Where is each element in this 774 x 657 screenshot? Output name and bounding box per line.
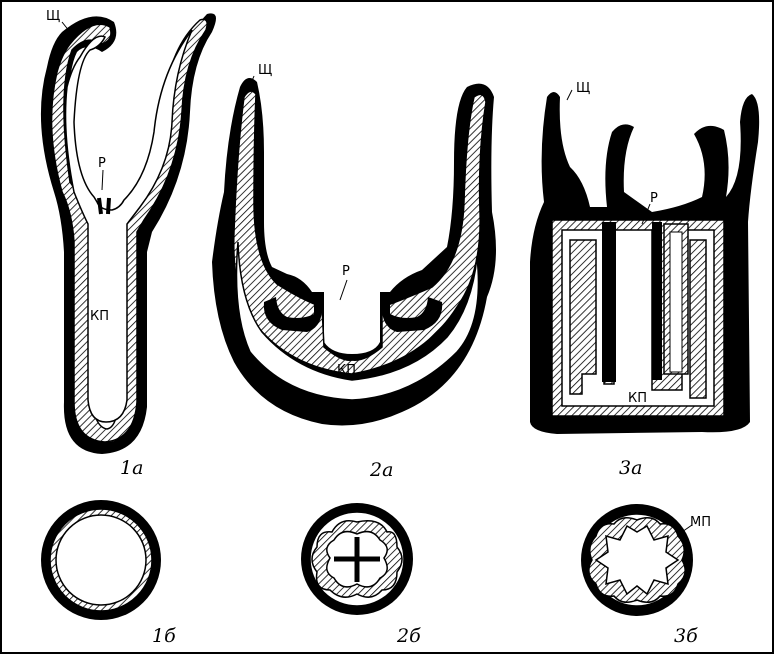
label-kp-2a: КП xyxy=(337,363,356,378)
section-2b xyxy=(301,503,413,615)
caption-2b: 2б xyxy=(396,625,421,647)
label-sh-2a: Щ xyxy=(258,63,272,78)
caption-1b: 1б xyxy=(152,625,176,647)
label-sh-3a: Щ xyxy=(576,81,590,96)
label-r-3a: Р xyxy=(650,191,658,206)
label-r-1a: Р xyxy=(98,156,106,171)
caption-1a: 1а xyxy=(120,457,143,479)
section-1b xyxy=(41,500,161,620)
label-kp-3a: КП xyxy=(628,391,647,406)
label-kp-1a: КП xyxy=(90,309,109,324)
caption-2a: 2а xyxy=(369,459,393,481)
label-r-2a: Р xyxy=(342,264,350,279)
label-mp-3b: МП xyxy=(690,515,711,530)
caption-3a: 3а xyxy=(619,457,642,479)
section-3a xyxy=(530,90,759,434)
label-sh-1a: Щ xyxy=(46,9,60,24)
caption-3b: 3б xyxy=(674,625,698,647)
section-1a xyxy=(41,13,216,454)
section-3b xyxy=(581,504,693,616)
